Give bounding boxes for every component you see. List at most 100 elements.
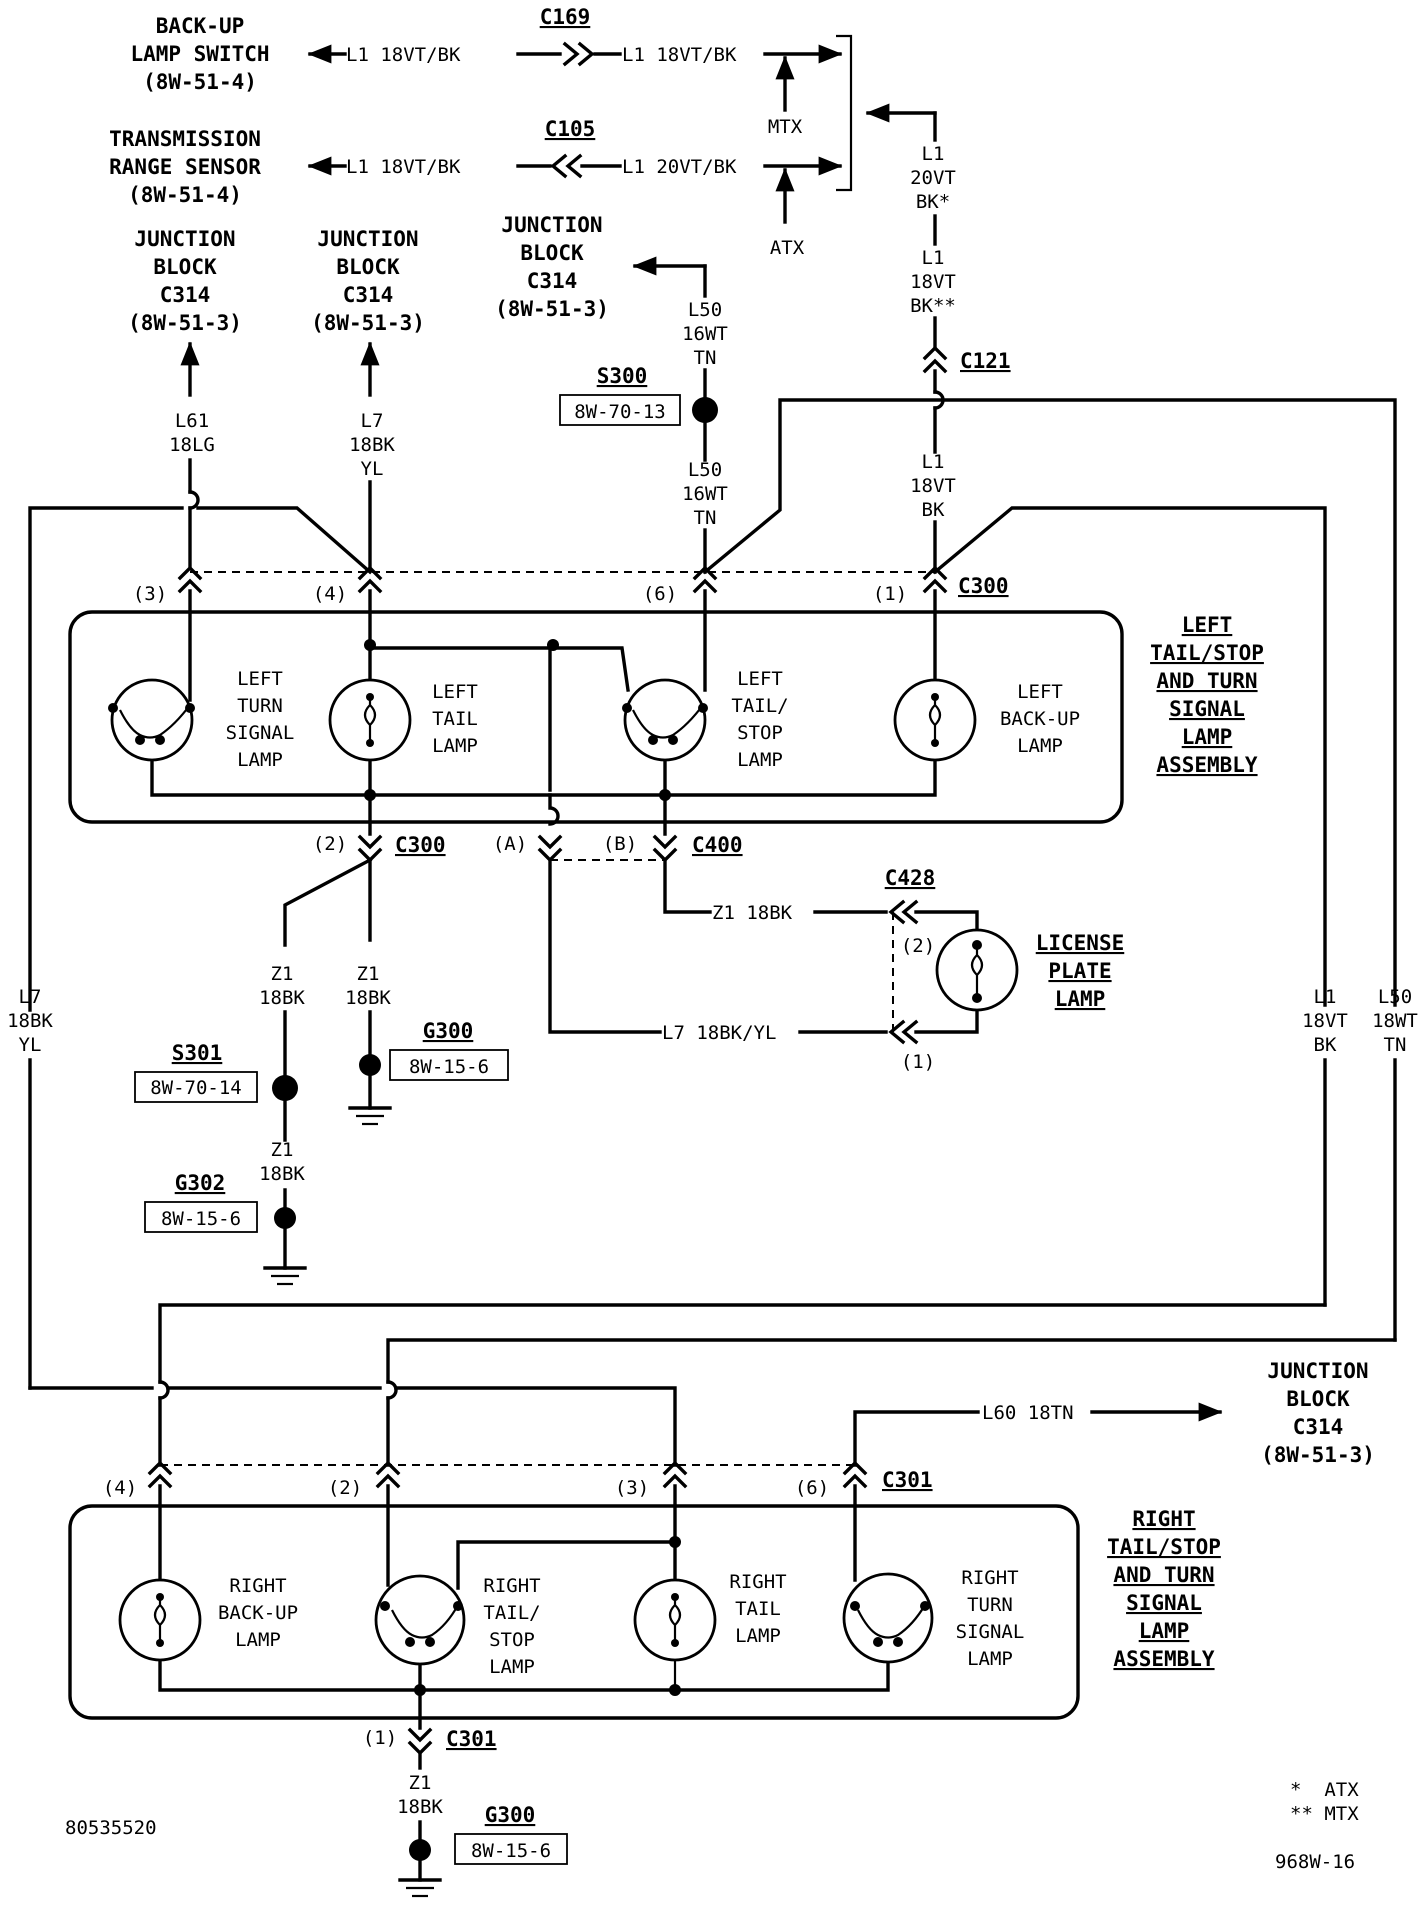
svg-text:18LG: 18LG <box>169 434 215 456</box>
svg-text:ASSEMBLY: ASSEMBLY <box>1156 753 1258 777</box>
wire-hop <box>188 490 200 510</box>
svg-text:18BK: 18BK <box>7 1010 53 1032</box>
svg-text:LAMP: LAMP <box>1182 725 1233 749</box>
l61-label: L61 18LG <box>169 410 215 456</box>
svg-text:C314: C314 <box>1293 1415 1344 1439</box>
wire-hop <box>158 1380 170 1400</box>
l1-right-run <box>932 506 1327 1007</box>
pin-label: (3) <box>615 1477 649 1499</box>
left-tail-stop-lamp: LEFT TAIL/ STOP LAMP <box>622 668 789 771</box>
wire-label: L7 18BK/YL <box>662 1022 776 1044</box>
wire-label: Z1 18BK <box>712 902 793 924</box>
trans-range-sensor-label: TRANSMISSION RANGE SENSOR (8W-51-4) <box>109 127 261 207</box>
left-backup-lamp: LEFT BACK-UP LAMP <box>893 678 1080 762</box>
l7-crossover <box>196 506 373 575</box>
svg-text:18BK: 18BK <box>349 434 395 456</box>
junction-block-1-label: JUNCTION BLOCK C314 (8W-51-3) <box>128 227 242 335</box>
svg-text:Z1: Z1 <box>357 963 380 985</box>
svg-text:TRANSMISSION: TRANSMISSION <box>109 127 261 151</box>
svg-text:JUNCTION: JUNCTION <box>501 213 602 237</box>
svg-text:(8W-51-3): (8W-51-3) <box>128 311 242 335</box>
l7-left-run <box>28 506 184 1012</box>
svg-text:LEFT: LEFT <box>432 681 478 703</box>
connector-label: C301 <box>882 1468 933 1492</box>
right-tail-stop-lamp: RIGHT TAIL/ STOP LAMP <box>374 1574 541 1678</box>
document-number: 80535520 <box>65 1817 157 1839</box>
svg-text:LAMP: LAMP <box>1017 735 1063 757</box>
connector-label: C105 <box>545 117 596 141</box>
junction-dot <box>669 1536 681 1548</box>
ref-box <box>134 1071 258 1103</box>
l1-mid-label: L1 18VT BK <box>910 451 956 521</box>
l7-left-label: L7 18BK YL <box>7 986 53 1056</box>
svg-text:BACK-UP: BACK-UP <box>1000 708 1080 730</box>
right-assembly-box <box>68 1504 1080 1720</box>
l60-run <box>853 1410 980 1467</box>
svg-text:18VT: 18VT <box>910 271 956 293</box>
pin-label: (A) <box>493 833 527 855</box>
svg-text:RIGHT: RIGHT <box>961 1567 1018 1589</box>
ground-bus-right <box>158 1643 890 1692</box>
svg-text:LAMP: LAMP <box>432 735 478 757</box>
ref-box <box>559 394 681 426</box>
svg-text:LEFT: LEFT <box>737 668 783 690</box>
right-turn-signal-lamp: RIGHT TURN SIGNAL LAMP <box>842 1567 1024 1670</box>
svg-text:L7: L7 <box>19 986 42 1008</box>
svg-text:SIGNAL: SIGNAL <box>226 722 295 744</box>
svg-text:(8W-51-4): (8W-51-4) <box>128 183 242 207</box>
svg-text:L50: L50 <box>1378 986 1412 1008</box>
mtx-label: MTX <box>768 116 803 138</box>
ground-label: G302 <box>175 1171 226 1195</box>
l50-right-label: L50 18WT TN <box>1372 986 1418 1056</box>
l50-right-run <box>702 398 1397 1007</box>
svg-text:16WT: 16WT <box>682 323 728 345</box>
pin-label: (2) <box>313 833 347 855</box>
svg-text:L1: L1 <box>922 451 945 473</box>
svg-text:(8W-51-4): (8W-51-4) <box>143 70 257 94</box>
connector-label: C300 <box>958 574 1009 598</box>
ground-symbol-g300 <box>348 1106 392 1126</box>
tail-bus-right <box>456 1540 677 1590</box>
svg-text:C314: C314 <box>343 283 394 307</box>
svg-text:JUNCTION: JUNCTION <box>134 227 235 251</box>
z1-a-label: Z1 18BK <box>259 963 305 1009</box>
ref-label: 8W-15-6 <box>471 1840 551 1862</box>
ref-label: 8W-15-6 <box>409 1056 489 1078</box>
pin-label: (B) <box>603 833 637 855</box>
svg-text:RIGHT: RIGHT <box>729 1571 786 1593</box>
svg-text:RANGE SENSOR: RANGE SENSOR <box>109 155 261 179</box>
ground-g302-dot <box>274 1207 296 1229</box>
junction-dot <box>364 639 376 651</box>
backup-switch-label: BACK-UP LAMP SWITCH (8W-51-4) <box>130 14 269 94</box>
svg-text:TAIL/STOP: TAIL/STOP <box>1150 641 1264 665</box>
wire-label: L1 18VT/BK <box>622 44 737 66</box>
svg-text:L50: L50 <box>688 299 722 321</box>
svg-text:TN: TN <box>694 507 717 529</box>
svg-text:L61: L61 <box>175 410 209 432</box>
pin-label: (4) <box>313 583 347 605</box>
svg-text:LAMP: LAMP <box>967 1648 1013 1670</box>
svg-text:16WT: 16WT <box>682 483 728 505</box>
junction-dot <box>364 789 376 801</box>
svg-text:JUNCTION: JUNCTION <box>1267 1359 1368 1383</box>
ref-box <box>144 1201 258 1233</box>
svg-text:SIGNAL: SIGNAL <box>1169 697 1245 721</box>
connector-c169-symbol <box>562 41 595 67</box>
svg-text:20VT: 20VT <box>910 167 956 189</box>
pin-label: (1) <box>363 1727 397 1749</box>
junction-dot <box>669 1684 681 1696</box>
figure-number: 968W-16 <box>1275 1851 1355 1873</box>
pin-label: (1) <box>901 1051 935 1073</box>
svg-text:L1: L1 <box>1314 986 1337 1008</box>
svg-text:TN: TN <box>1384 1034 1407 1056</box>
connector-label: C400 <box>692 833 743 857</box>
svg-text:BACK-UP: BACK-UP <box>218 1602 298 1624</box>
l50-top-label: L50 16WT TN <box>682 299 728 369</box>
ground-g300-dot <box>359 1054 381 1076</box>
svg-text:LAMP: LAMP <box>737 749 783 771</box>
junction-block-2-label: JUNCTION BLOCK C314 (8W-51-3) <box>311 227 425 335</box>
wire-hop <box>548 793 560 826</box>
pin-label: (3) <box>133 583 167 605</box>
svg-text:BK: BK <box>1314 1034 1337 1056</box>
l7-license-run <box>548 858 662 1034</box>
